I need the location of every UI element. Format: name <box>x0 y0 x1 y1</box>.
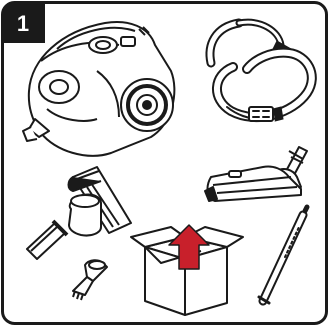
step-number: 1 <box>17 11 29 36</box>
step-badge: 1 <box>3 3 46 44</box>
